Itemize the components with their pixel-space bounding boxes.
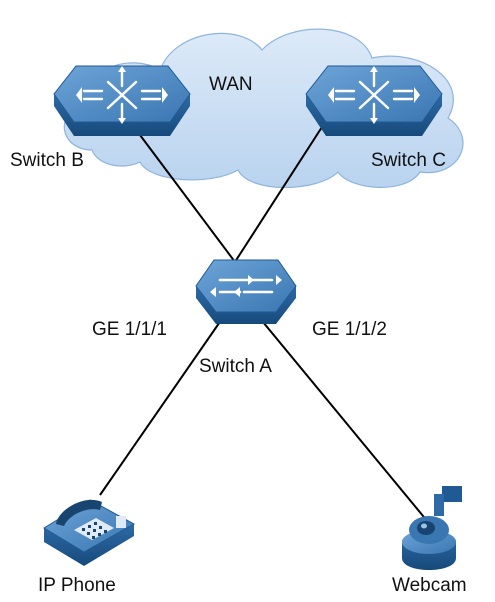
l3-switch-icon [305,65,443,136]
webcam-node: Webcam [392,486,467,596]
switch-c-node: Switch C [305,65,446,171]
switch-a-label: Switch A [199,356,272,377]
switch-b-node: Switch B [10,65,191,171]
ip-phone-label: IP Phone [38,575,116,596]
port-label-ge-1-1-1: GE 1/1/1 [92,319,167,340]
link-switch-a-ip-phone [99,315,225,496]
ip-phone-icon [43,499,136,566]
ip-phone-node: IP Phone [38,499,136,596]
cloud-label: WAN [209,74,253,95]
switch-b-label: Switch B [10,150,84,171]
port-label-ge-1-1-2: GE 1/1/2 [312,319,387,340]
link-switch-b-switch-a [133,126,251,283]
webcam-icon [402,486,462,570]
l2-switch-icon [195,259,297,324]
l3-switch-icon [53,65,191,136]
link-switch-a-webcam [257,315,429,523]
switch-c-label: Switch C [371,150,446,171]
switch-a-node: Switch A [195,259,297,377]
webcam-label: Webcam [392,575,467,596]
links [99,126,429,523]
link-switch-c-switch-a [221,126,323,283]
